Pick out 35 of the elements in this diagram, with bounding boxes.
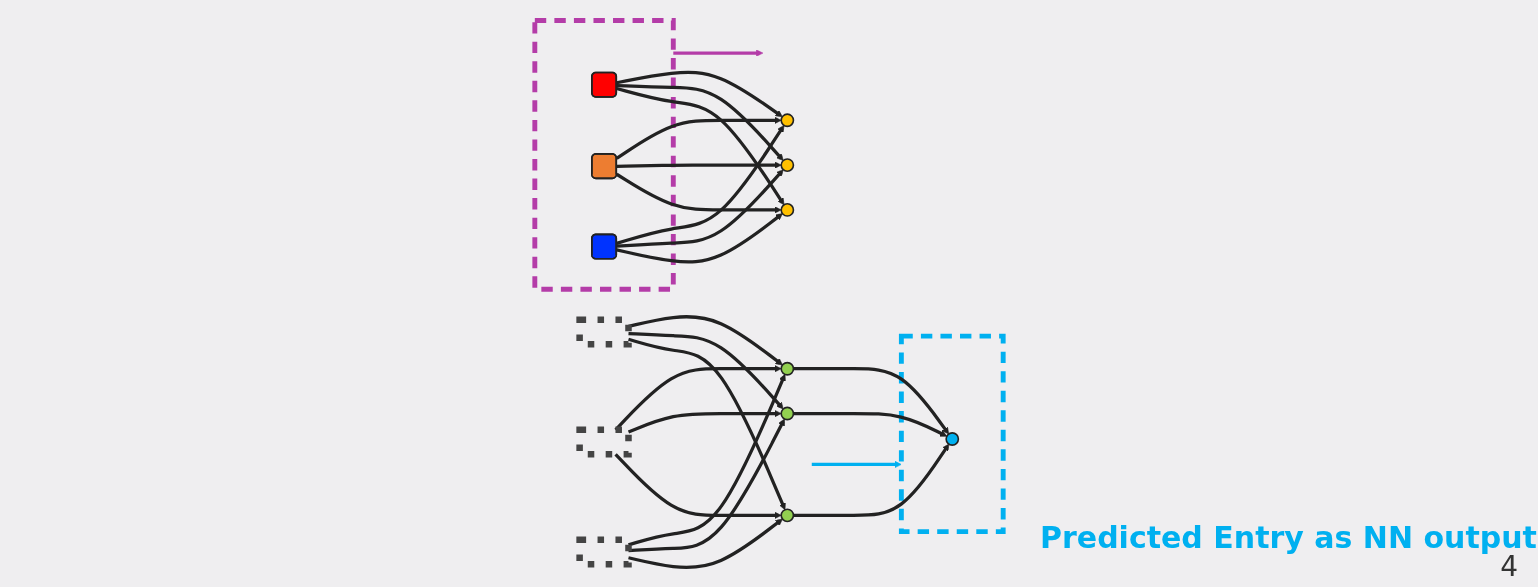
arrow <box>628 373 786 546</box>
node-circle <box>780 112 795 127</box>
arrow <box>615 116 782 160</box>
arrow <box>616 83 784 161</box>
arrow <box>793 366 949 434</box>
node-dots <box>576 536 632 567</box>
arrow <box>614 452 782 519</box>
arrow <box>627 409 782 433</box>
arrow <box>628 418 785 552</box>
node-circle <box>780 406 795 420</box>
arrow <box>673 49 764 57</box>
arrow <box>616 124 785 245</box>
arrow <box>616 168 784 248</box>
arrow <box>793 443 950 517</box>
arrow <box>616 86 785 205</box>
arrow <box>616 161 782 169</box>
arrow <box>793 411 948 437</box>
node-dots <box>576 316 632 348</box>
arrow <box>614 364 782 431</box>
node-circle <box>945 431 960 446</box>
arrow <box>811 460 902 468</box>
cluster <box>532 17 676 292</box>
arrow <box>615 172 782 213</box>
arrow <box>616 70 783 117</box>
node-circle <box>780 157 795 172</box>
arrow <box>628 314 783 365</box>
node-circle <box>780 202 795 217</box>
arrow <box>628 337 786 510</box>
node-dots <box>576 426 632 457</box>
arrow <box>616 212 783 263</box>
node-circle <box>780 507 795 522</box>
arrow <box>628 518 783 569</box>
arrow <box>628 331 784 409</box>
node-circle <box>780 361 795 376</box>
cluster <box>898 333 1006 534</box>
